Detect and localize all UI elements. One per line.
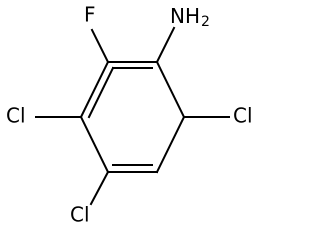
bond-c2-c3	[155, 60, 186, 119]
chlorine-bottom-label: Cl	[70, 203, 90, 227]
bond-c3-c4	[155, 115, 186, 174]
chlorine-left-label: Cl	[6, 104, 26, 128]
bond-c2-n	[155, 26, 176, 64]
amine-subscript: 2	[201, 14, 210, 30]
bond-c1-f	[90, 28, 110, 64]
chlorine-right-label: Cl	[233, 104, 253, 128]
amine-nh-text: NH	[170, 4, 200, 28]
fluorine-label: F	[84, 3, 96, 27]
bond-c6-c1-inner	[87, 66, 115, 119]
molecule-structure: NH2 F Cl Cl Cl	[6, 3, 253, 227]
bond-c5-c6	[79, 115, 110, 174]
bond-c6-c1	[79, 60, 110, 119]
bond-c5-cl	[89, 170, 110, 206]
amine-label: NH2	[170, 4, 210, 31]
